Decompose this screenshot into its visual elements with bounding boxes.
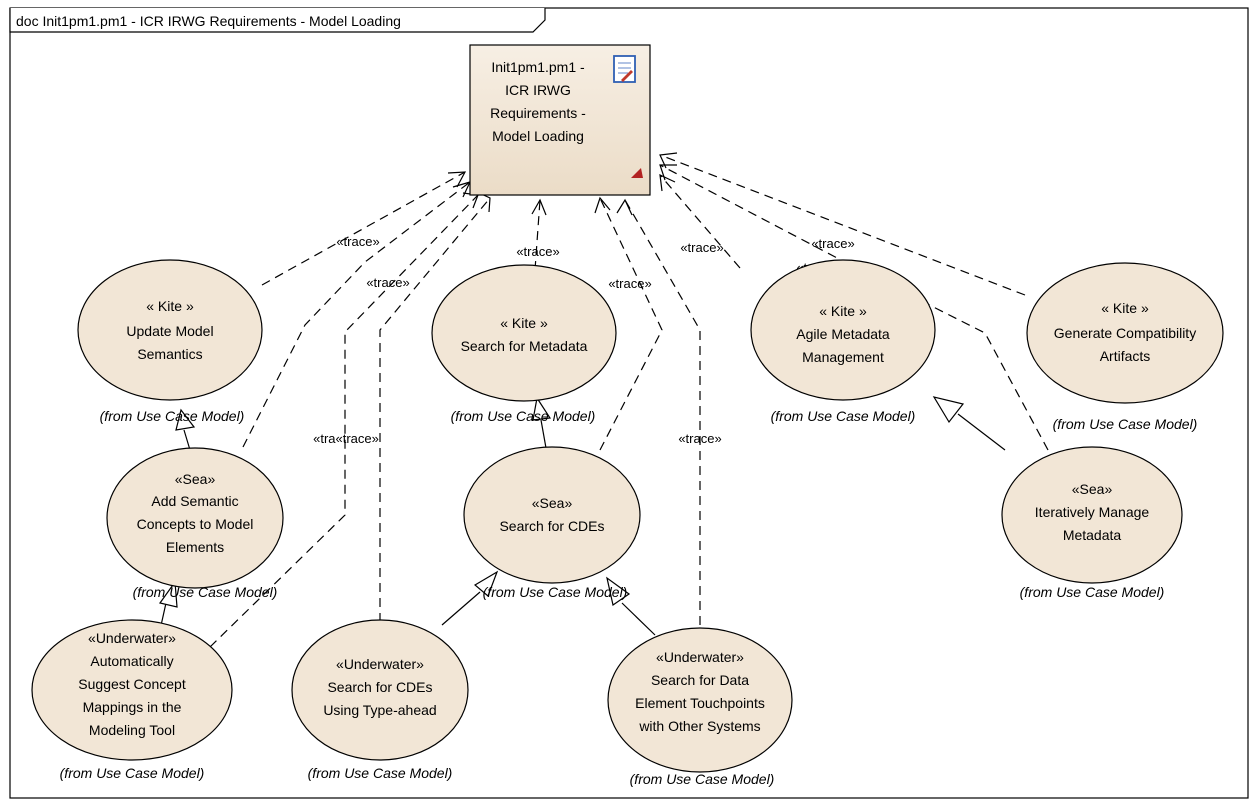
generalization-line: [441, 591, 481, 626]
use-case-search-for-cdes[interactable]: «Sea» Search for CDEs (from Use Case Mod…: [463, 446, 641, 600]
use-case-name: Modeling Tool: [89, 722, 175, 738]
trace-line-update-model: [261, 171, 466, 286]
package-note: (from Use Case Model): [771, 408, 916, 424]
stereotype-label: «Sea»: [532, 495, 573, 511]
generalization-triangle: [175, 408, 196, 431]
generalization-line: [957, 413, 1006, 451]
use-case-name: Iteratively Manage: [1035, 504, 1150, 520]
package-note: (from Use Case Model): [630, 771, 775, 787]
stereotype-label: « Kite »: [500, 315, 548, 331]
generalization-triangle: [606, 576, 631, 606]
document-line: Model Loading: [492, 128, 584, 144]
trace-line-auto-suggest: [209, 194, 479, 648]
stereotype-label: «Sea»: [175, 471, 216, 487]
trace-label: «trace»: [680, 240, 723, 255]
use-case-search-data-element-touchpoints[interactable]: «Underwater» Search for Data Element Tou…: [607, 627, 793, 787]
link-arrow-icon: [631, 168, 643, 178]
use-case-search-cdes-type-ahead[interactable]: «Underwater» Search for CDEs Using Type-…: [291, 619, 469, 781]
stereotype-label: «Underwater»: [88, 630, 176, 646]
package-note: (from Use Case Model): [133, 584, 278, 600]
use-case-name: Agile Metadata: [796, 326, 890, 342]
generalization-triangle: [932, 396, 965, 424]
requirements-document[interactable]: Init1pm1.pm1 - ICR IRWG Requirements - M…: [469, 44, 651, 196]
package-note: (from Use Case Model): [451, 408, 596, 424]
stereotype-label: «Sea»: [1072, 481, 1113, 497]
use-case-name: Concepts to Model: [137, 516, 254, 532]
document-icon: [613, 55, 636, 83]
use-case-name: Search for CDEs: [327, 679, 432, 695]
use-case-name: Management: [802, 349, 884, 365]
arrowhead: [659, 164, 677, 181]
package-note: (from Use Case Model): [308, 765, 453, 781]
document-line: ICR IRWG: [505, 82, 571, 98]
generalization-line: [540, 419, 547, 449]
use-case-name: Search for CDEs: [499, 518, 604, 534]
use-case-add-semantic-concepts[interactable]: «Sea» Add Semantic Concepts to Model Ele…: [106, 447, 284, 600]
use-case-name: Search for Metadata: [461, 338, 588, 354]
document-line: Requirements -: [490, 105, 586, 121]
trace-line-search-metadata: [534, 199, 541, 271]
use-case-name: Generate Compatibility: [1054, 325, 1196, 341]
trace-label: «trace»: [516, 244, 559, 259]
trace-label: «trace»: [366, 275, 409, 290]
package-note: (from Use Case Model): [483, 584, 628, 600]
generalizations: [158, 396, 1006, 636]
use-case-name: Element Touchpoints: [635, 695, 765, 711]
package-note: (from Use Case Model): [100, 408, 245, 424]
package-note: (from Use Case Model): [60, 765, 205, 781]
stereotype-label: «Underwater»: [336, 656, 424, 672]
use-case-name: Metadata: [1063, 527, 1122, 543]
package-note: (from Use Case Model): [1053, 416, 1198, 432]
use-case-name: Add Semantic: [151, 493, 238, 509]
use-case-name: Using Type-ahead: [323, 702, 436, 718]
use-case-name: Semantics: [137, 346, 202, 362]
generalization-triangle: [158, 580, 178, 608]
generalization-triangle: [473, 570, 499, 598]
arrowhead: [659, 173, 676, 192]
use-case-name: Search for Data: [651, 672, 749, 688]
use-case-name: Elements: [166, 539, 224, 555]
trace-line-generate: [659, 154, 1026, 296]
trace-label: «trace»: [811, 236, 854, 251]
trace-label: «trace»: [608, 276, 651, 291]
arrowhead: [531, 198, 547, 216]
use-case-name: Mappings in the: [83, 699, 182, 715]
use-case-generate-compatibility-artifacts[interactable]: « Kite » Generate Compatibility Artifact…: [1026, 262, 1224, 432]
package-note: (from Use Case Model): [1020, 584, 1165, 600]
trace-line-search-cdes: [599, 197, 663, 451]
use-case-update-model-semantics[interactable]: « Kite » Update Model Semantics (from Us…: [77, 259, 263, 424]
use-case-automatically-suggest-concept-mappings[interactable]: «Underwater» Automatically Suggest Conce…: [31, 619, 233, 781]
trace-line-touchpoints: [624, 199, 701, 625]
use-case-agile-metadata-management[interactable]: « Kite » Agile Metadata Management (from…: [750, 259, 936, 424]
arrowhead: [447, 171, 467, 188]
trace-label: «trace»: [678, 431, 721, 446]
generalization-line: [621, 602, 656, 636]
trace-labels: «trace» «trace» «trace» «trace» «trace» …: [313, 234, 855, 446]
trace-label: «tra«trace»: [313, 431, 379, 446]
generalization-line: [183, 429, 191, 451]
document-line: Init1pm1.pm1 -: [491, 59, 585, 75]
use-case-name: Update Model: [126, 323, 213, 339]
stereotype-label: «Underwater»: [656, 649, 744, 665]
trace-line-add-semantic: [242, 181, 471, 448]
use-case-name: Artifacts: [1100, 348, 1151, 364]
use-case-name: Suggest Concept: [78, 676, 186, 692]
frame-title: doc Init1pm1.pm1 - ICR IRWG Requirements…: [16, 13, 401, 29]
arrowhead: [659, 152, 678, 169]
trace-line-type-ahead: [379, 197, 491, 622]
stereotype-label: « Kite »: [146, 298, 194, 314]
use-case-search-for-metadata[interactable]: « Kite » Search for Metadata (from Use C…: [431, 264, 617, 424]
arrowhead: [594, 196, 611, 214]
arrowhead: [616, 198, 633, 216]
use-case-iteratively-manage-metadata[interactable]: «Sea» Iteratively Manage Metadata (from …: [1001, 446, 1183, 600]
use-case-name: Automatically: [90, 653, 173, 669]
use-case-name: with Other Systems: [638, 718, 760, 734]
trace-label: «trace»: [336, 234, 379, 249]
stereotype-label: « Kite »: [819, 303, 867, 319]
generalization-triangle: [532, 396, 552, 421]
stereotype-label: « Kite »: [1101, 300, 1149, 316]
trace-line-agile: [659, 174, 741, 269]
